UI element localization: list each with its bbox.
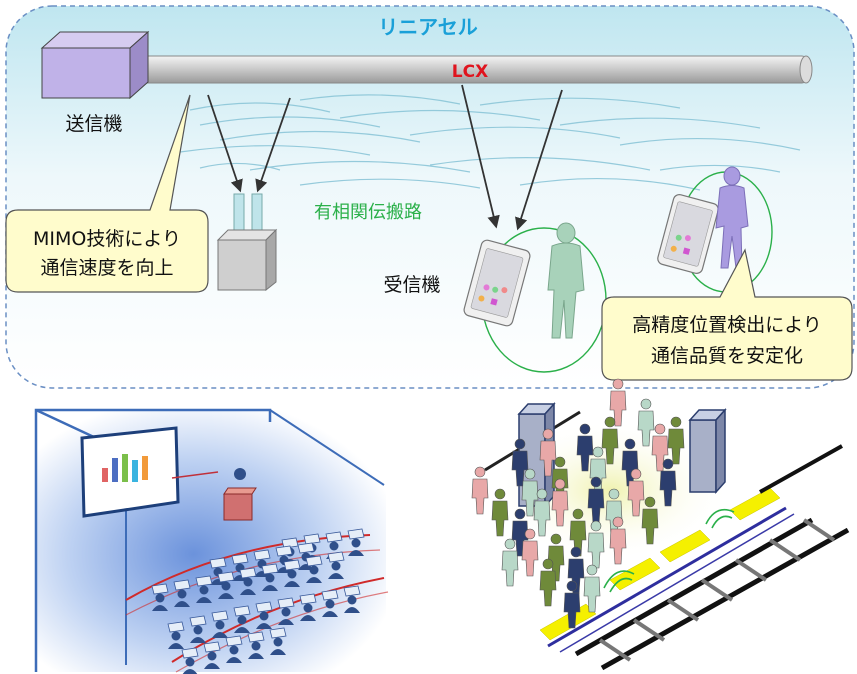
audience-member [247,631,265,659]
crowd-person [501,538,519,587]
audience-member [233,605,251,633]
cell-title: リニアセル [378,15,478,39]
audience-member [299,593,317,621]
lcx-cable [139,55,813,84]
audience-member [239,567,257,595]
audience-member [277,597,295,625]
crowd-person [637,398,655,447]
callout-left-shape [5,94,209,293]
crowd-person [576,423,594,472]
crowd-person [491,488,509,537]
audience-member [255,601,273,629]
crowd-person [521,468,539,517]
pillar-right [688,408,727,494]
crowd-person [521,528,539,577]
channel-label: 有相関伝搬路 [314,202,422,223]
crowd-person [539,558,557,607]
crowd-person [659,458,677,507]
signal-arcs [603,508,735,593]
audience-member [225,635,243,663]
audience-member [283,559,301,587]
crowd-group [471,378,685,629]
audience-member [195,575,213,603]
audience-member [305,555,323,583]
audience-member [321,589,339,617]
crowd-person [601,416,619,465]
crowd-person [471,466,489,515]
person-figure-right [715,166,749,269]
transmitter-label: 送信機 [65,113,122,135]
person-figure [547,222,585,339]
callout-left-line-1: MIMO技術により [33,228,181,250]
audience-member [167,621,185,649]
callout-right-line-1: 高精度位置検出により [632,314,822,336]
callout-right-shape [601,248,853,381]
radiation-waves [179,94,801,191]
crowd-person [539,428,557,477]
crowd-person [609,516,627,565]
audience-member [151,583,169,611]
crowd-person [567,546,585,595]
audience-member [173,579,191,607]
audience-member [181,647,199,674]
crowd-person [667,416,685,465]
audience-member [203,641,221,669]
audience-member [209,557,227,585]
crowd-person [609,378,627,427]
callout-left-line-2: 通信速度を向上 [40,257,173,279]
audience-member [217,571,235,599]
signal-arrows [207,84,563,231]
callout-right-line-2: 通信品質を安定化 [651,345,803,367]
crowd-person [569,508,587,557]
crowd-person [583,564,601,613]
audience-member [269,627,287,655]
crowd-person [641,496,659,545]
lcx-label: LCX [452,62,488,82]
tablet-device-right [657,194,719,274]
crowd-person [563,580,581,629]
audience-member [189,615,207,643]
crowd-person [511,508,529,557]
crowd-person [533,488,551,537]
crowd-person [587,520,605,569]
mimo-antenna-unit [216,193,278,292]
crowd-person [551,478,569,527]
audience-member [327,551,345,579]
receiver-label: 受信機 [383,274,440,296]
audience-member [261,563,279,591]
audience-group [151,528,365,674]
whiteboard-chart [80,426,180,518]
crowd-person [627,468,645,517]
audience-member [343,585,361,613]
audience-member [347,528,365,556]
transmitter-box [40,30,150,100]
linear-cell-region [5,5,855,389]
tablet-device [463,239,531,327]
rail-ties [598,518,836,662]
audience-member [211,610,229,638]
